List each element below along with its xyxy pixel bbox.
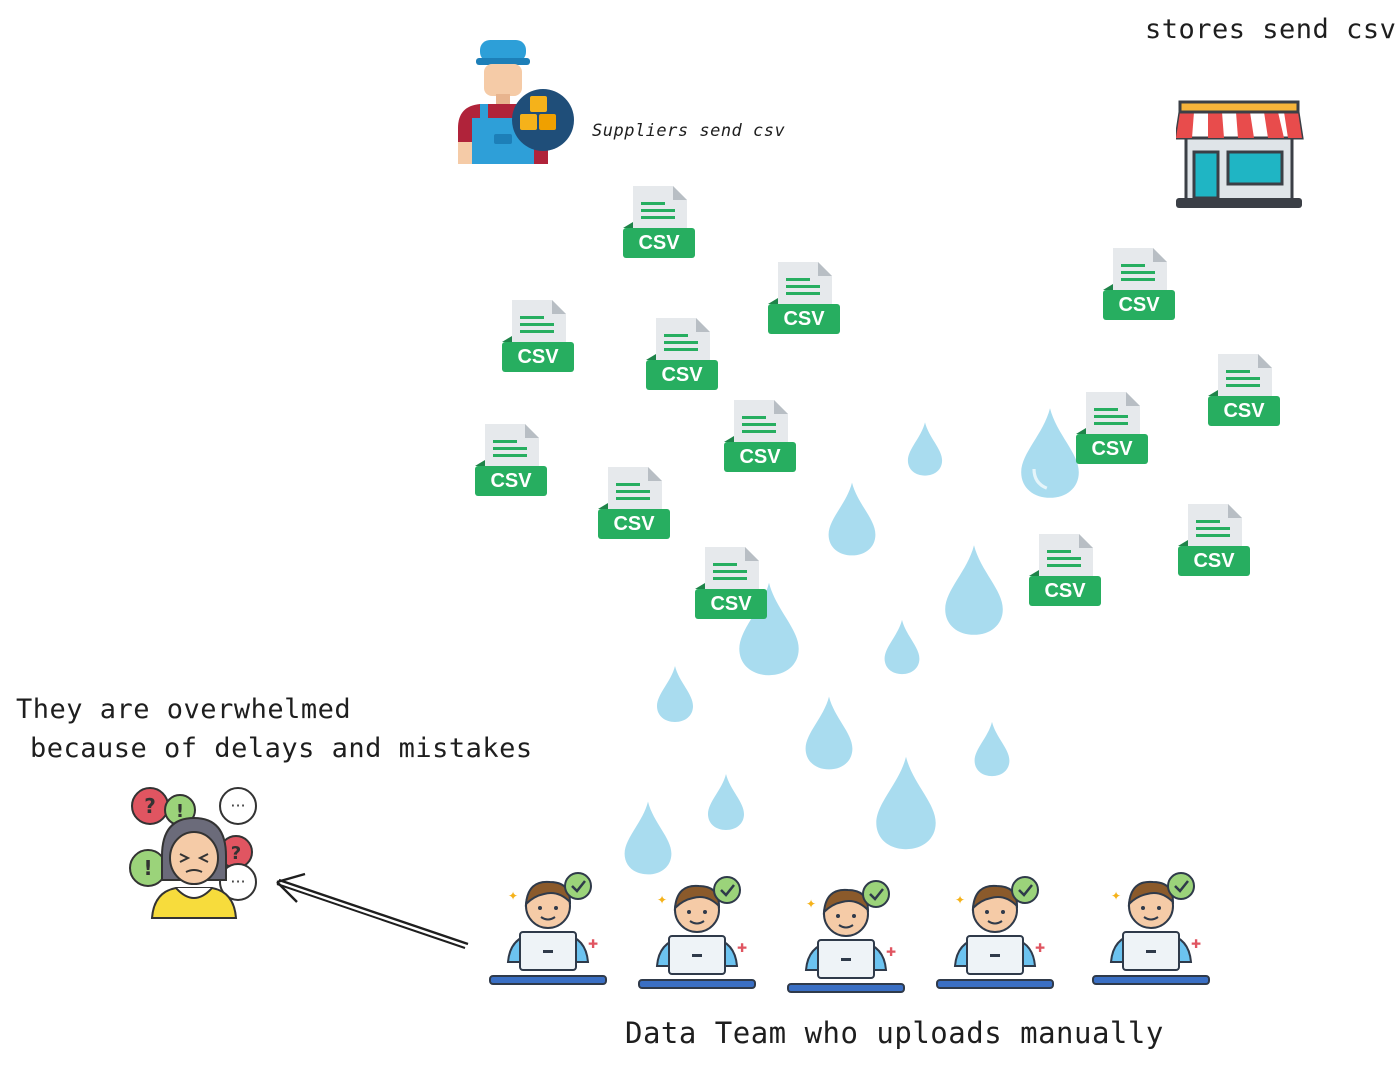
- stores-label: stores send csv: [1145, 14, 1397, 45]
- person-at-laptop-icon: ✦ ✚: [638, 876, 756, 989]
- overwhelmed-person-icon: ? ! ··· ! ? ···: [129, 787, 257, 919]
- csv-file-icon: CSV: [724, 400, 796, 476]
- csv-file-label: CSV: [613, 513, 655, 535]
- csv-file-label: CSV: [1044, 580, 1086, 602]
- svg-text:✚: ✚: [1191, 937, 1201, 951]
- person-at-laptop-icon: ✦ ✚: [489, 872, 607, 985]
- water-drop-icon: [708, 774, 744, 830]
- water-drop-icon: [945, 545, 1003, 635]
- svg-text:✚: ✚: [737, 941, 747, 955]
- csv-file-label: CSV: [739, 446, 781, 468]
- csv-file-icon: CSV: [502, 300, 574, 376]
- csv-file-label: CSV: [1091, 438, 1133, 460]
- csv-file-icon: CSV: [1029, 534, 1101, 610]
- csv-file-label: CSV: [638, 232, 680, 254]
- csv-file-label: CSV: [710, 593, 752, 615]
- csv-file-icon: CSV: [1208, 354, 1280, 430]
- svg-text:✦: ✦: [657, 893, 667, 907]
- svg-text:✦: ✦: [1111, 889, 1121, 903]
- csv-file-icon: CSV: [1178, 504, 1250, 580]
- svg-text:!: !: [143, 856, 152, 880]
- storefront-icon: [1176, 100, 1304, 208]
- csv-file-label: CSV: [517, 346, 559, 368]
- person-at-laptop-icon: ✦ ✚: [936, 876, 1054, 989]
- water-drop-icon: [805, 696, 853, 770]
- csv-file-icon: CSV: [1103, 248, 1175, 324]
- water-drop-icon: [624, 801, 672, 875]
- csv-file-icon: CSV: [768, 262, 840, 338]
- person-at-laptop-icon: ✦ ✚: [787, 880, 905, 993]
- water-drop-icon: [876, 756, 936, 850]
- water-drop-icon: [739, 582, 799, 676]
- svg-text:?: ?: [231, 843, 241, 864]
- water-drop-icon: [907, 422, 943, 476]
- svg-text:✚: ✚: [1035, 941, 1045, 955]
- svg-text:✚: ✚: [588, 937, 598, 951]
- water-drop-icon: [974, 721, 1010, 777]
- csv-file-icon: CSV: [646, 318, 718, 394]
- csv-file-icon: CSV: [623, 186, 695, 262]
- water-drop-icon: [884, 619, 920, 675]
- arrow-to-overwhelmed: [276, 872, 469, 949]
- csv-file-label: CSV: [1118, 294, 1160, 316]
- water-drop-icon: [657, 666, 693, 722]
- person-at-laptop-icon: ✦ ✚: [1092, 872, 1210, 985]
- csv-file-label: CSV: [490, 470, 532, 492]
- csv-file-label: CSV: [783, 308, 825, 330]
- svg-text:···: ···: [230, 872, 245, 891]
- overwhelmed-label-line1: They are overwhelmed: [16, 694, 352, 725]
- csv-file-label: CSV: [661, 364, 703, 386]
- supplier-worker-icon: [458, 40, 574, 164]
- svg-text:!: !: [176, 801, 184, 822]
- svg-text:?: ?: [144, 794, 156, 818]
- csv-file-icon: CSV: [475, 424, 547, 500]
- csv-file-label: CSV: [1193, 550, 1235, 572]
- svg-text:✦: ✦: [508, 889, 518, 903]
- water-drop-icon: [828, 482, 876, 556]
- csv-file-icon: CSV: [1076, 392, 1148, 468]
- svg-text:···: ···: [230, 796, 245, 815]
- svg-text:✦: ✦: [806, 897, 816, 911]
- data-team-label: Data Team who uploads manually: [625, 1016, 1164, 1050]
- water-drop-icon: [1021, 408, 1079, 498]
- svg-text:✚: ✚: [886, 945, 896, 959]
- csv-file-icon: CSV: [695, 547, 767, 623]
- svg-text:✦: ✦: [955, 893, 965, 907]
- csv-file-label: CSV: [1223, 400, 1265, 422]
- overwhelmed-label-line2: because of delays and mistakes: [30, 733, 533, 764]
- csv-file-icon: CSV: [598, 467, 670, 543]
- suppliers-label: Suppliers send csv: [592, 121, 786, 141]
